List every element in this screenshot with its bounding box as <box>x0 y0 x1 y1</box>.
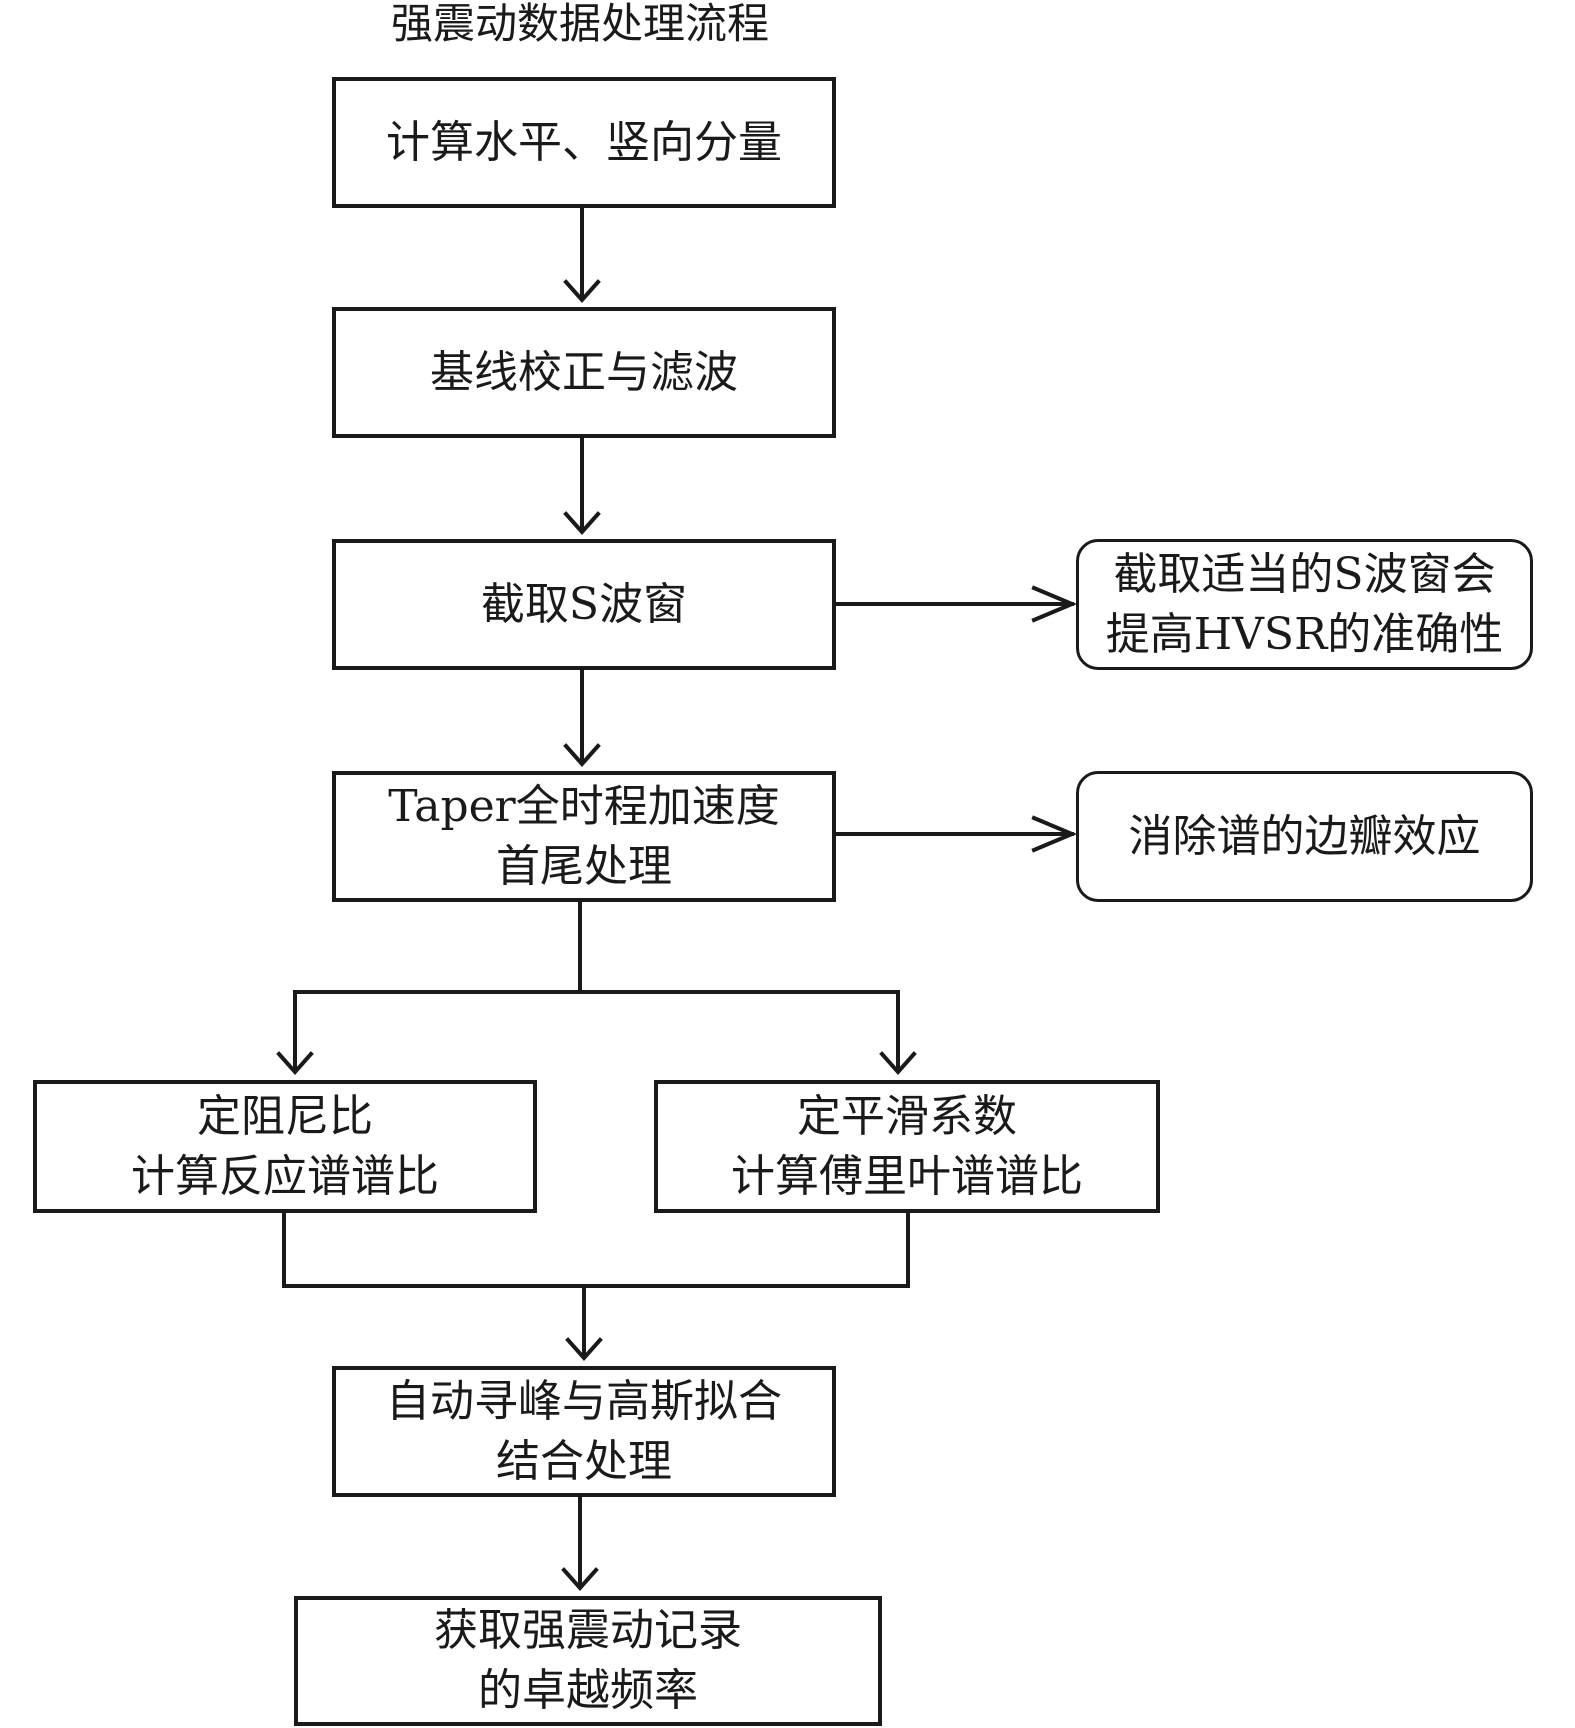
step-peak-gaussian-fit: 自动寻峰与高斯拟合 结合处理 <box>332 1366 836 1497</box>
step-label-line1: 获取强震动记录 <box>434 1605 742 1656</box>
step-label-line2: 计算傅里叶谱谱比 <box>731 1150 1083 1202</box>
step-s-wave-window: 截取S波窗 <box>332 539 836 670</box>
note-line2: 提高HVSR的准确性 <box>1105 608 1504 660</box>
step-response-spectrum-ratio: 定阻尼比 计算反应谱谱比 <box>33 1080 537 1213</box>
arrowhead <box>563 511 601 536</box>
note-line1: 截取适当的S波窗会 <box>1113 548 1496 600</box>
step-predominant-frequency: 获取强震动记录 的卓越频率 <box>294 1596 882 1726</box>
arrowhead <box>561 1567 599 1592</box>
split-connector <box>578 990 900 1072</box>
step-taper: Taper全时程加速度 首尾处理 <box>332 771 836 902</box>
step-label-line2: 首尾处理 <box>496 840 672 892</box>
split-connector <box>293 900 582 1072</box>
arrowhead <box>563 279 601 304</box>
arrowhead <box>1031 585 1078 623</box>
step-label-line1: 定平滑系数 <box>797 1090 1017 1142</box>
step-compute-components: 计算水平、竖向分量 <box>332 77 836 208</box>
arrowhead <box>563 743 601 768</box>
step-label-line2: 结合处理 <box>496 1435 672 1487</box>
step-label: 截取S波窗 <box>480 578 688 630</box>
merge-connector <box>282 1211 910 1288</box>
diagram-title: 强震动数据处理流程 <box>390 0 769 48</box>
step-label: 计算水平、竖向分量 <box>386 116 782 168</box>
step-label: 基线校正与滤波 <box>430 346 738 398</box>
step-baseline-filter: 基线校正与滤波 <box>332 307 836 438</box>
step-label-line1: 定阻尼比 <box>197 1090 373 1142</box>
note-label: 消除谱的边瓣效应 <box>1128 810 1481 862</box>
arrowhead <box>276 1051 314 1076</box>
note-s-wave-window: 截取适当的S波窗会 提高HVSR的准确性 <box>1076 539 1533 670</box>
arrowhead <box>879 1051 917 1076</box>
step-label-line1: 自动寻峰与高斯拟合 <box>386 1375 782 1427</box>
step-label-line2: 的卓越频率 <box>478 1665 698 1716</box>
arrowhead <box>1031 815 1078 853</box>
step-label-line1: Taper全时程加速度 <box>388 780 780 832</box>
step-label-line2: 计算反应谱谱比 <box>131 1150 439 1202</box>
note-taper: 消除谱的边瓣效应 <box>1076 771 1533 902</box>
arrowhead <box>565 1337 603 1362</box>
step-fourier-spectrum-ratio: 定平滑系数 计算傅里叶谱谱比 <box>654 1080 1160 1213</box>
